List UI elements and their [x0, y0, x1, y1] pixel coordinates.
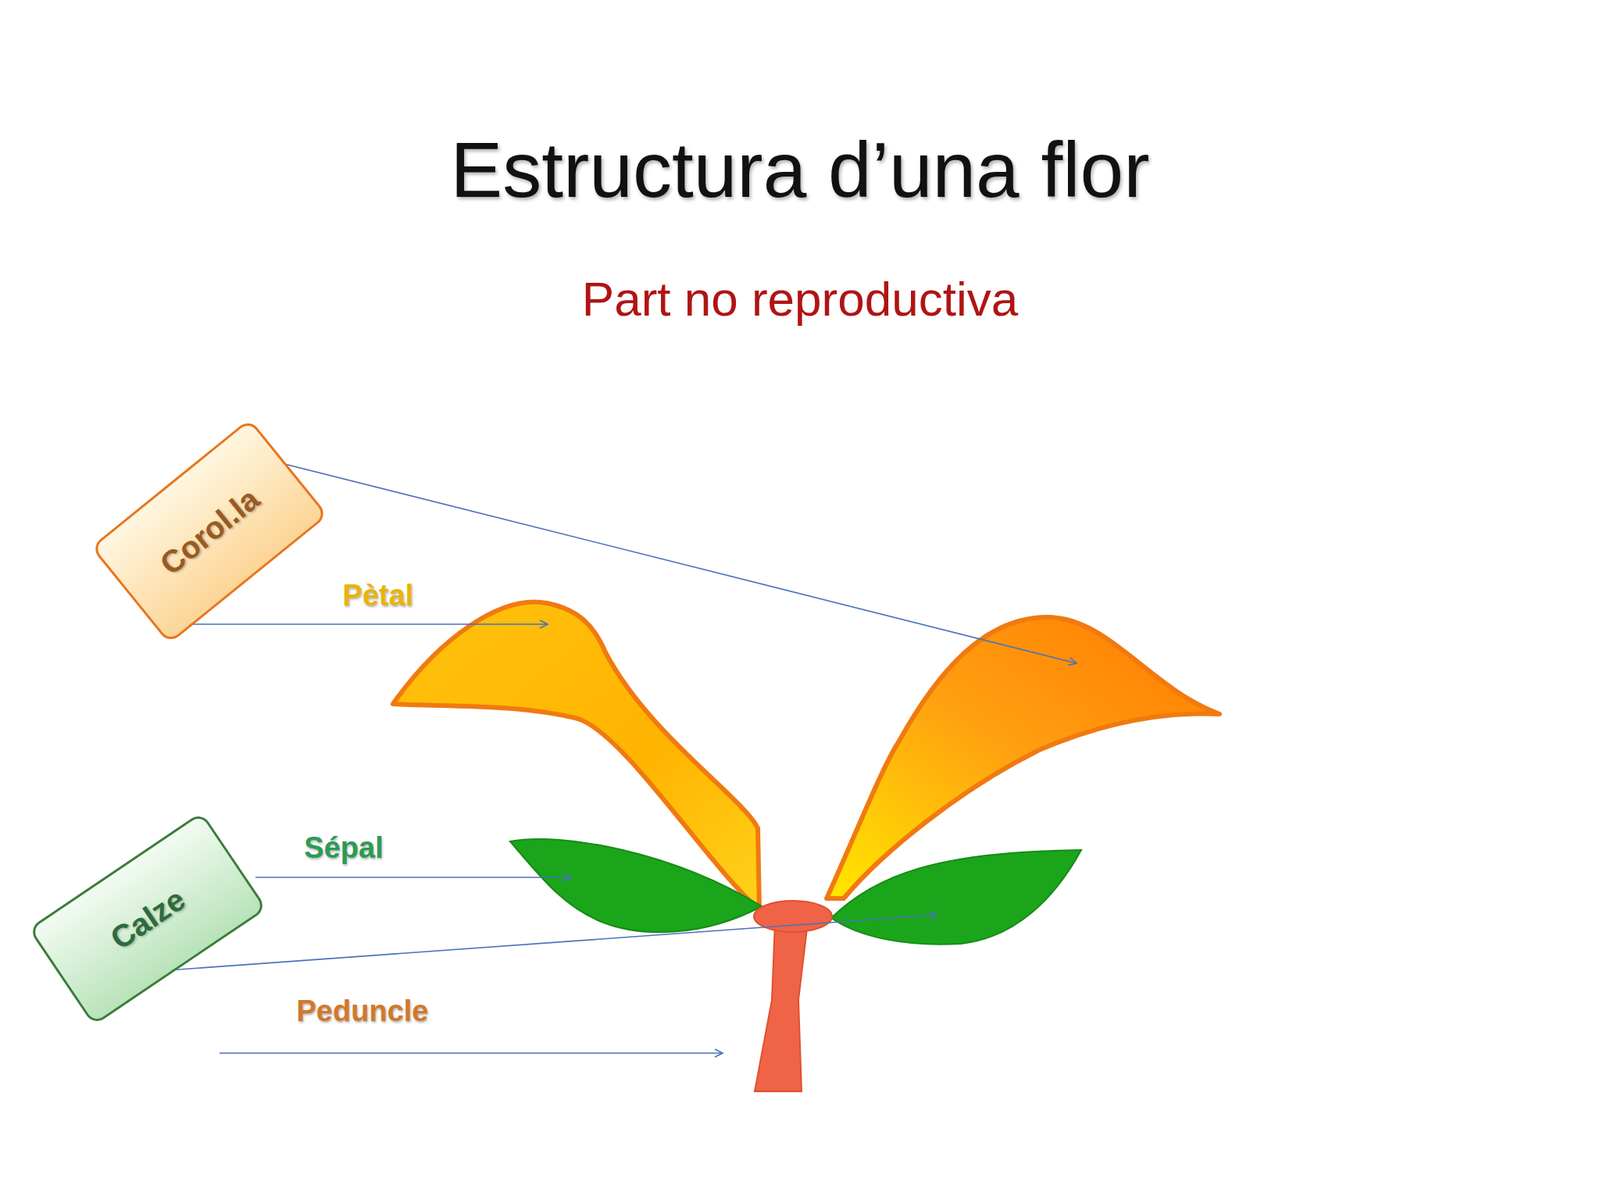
part-name: Peduncle [296, 994, 429, 1029]
group-label: Corol.la [153, 481, 266, 583]
group-label: Calze [103, 881, 192, 957]
leader-line [255, 876, 572, 879]
sepal-shape [831, 850, 1082, 945]
peduncle-stem [754, 921, 808, 1092]
part-name: Pètal [342, 578, 415, 613]
subtitle-text: Part no reproductiva [582, 271, 1018, 327]
part-name: Sépal [303, 831, 383, 865]
leader-line [189, 623, 548, 625]
diagram-title: Estructura d’una flor [0, 125, 1600, 215]
leader-line [219, 1052, 723, 1054]
group-box: Corol.la [90, 417, 329, 644]
group-box: Calze [28, 811, 268, 1026]
sepal-shape [510, 839, 762, 933]
leader-line [244, 453, 1077, 664]
